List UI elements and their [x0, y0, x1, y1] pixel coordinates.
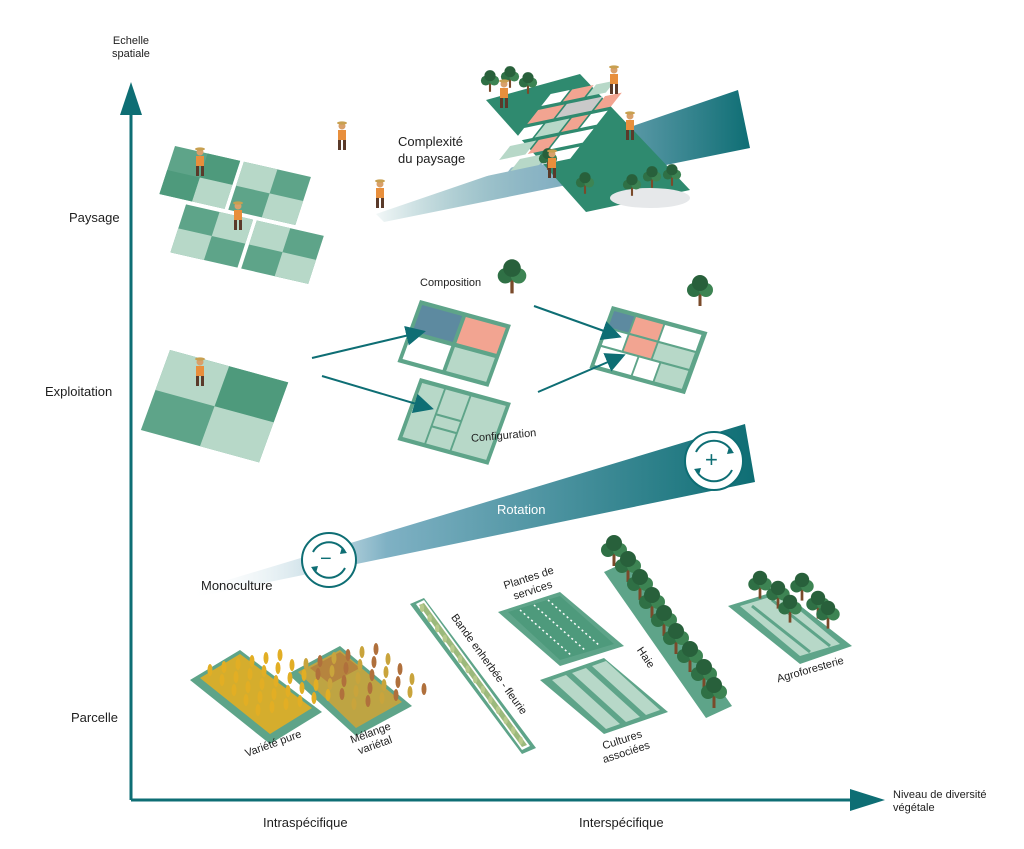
tree-icon [622, 174, 642, 196]
farm-combined [589, 306, 708, 395]
farm-single [140, 350, 289, 463]
x-axis [131, 789, 885, 811]
plus-cycle-icon [684, 431, 744, 491]
farm-composition [397, 300, 511, 387]
tree-icon [518, 72, 538, 94]
tree-icon [575, 172, 595, 194]
tree-icon [663, 623, 689, 654]
tree-icon [480, 70, 500, 92]
tree-icon [778, 594, 802, 623]
tree-icon [748, 570, 772, 599]
x-group-intraspecific: Intraspécifique [263, 815, 348, 830]
farmers-layer [195, 65, 635, 386]
arrow-to-composition [311, 325, 426, 359]
farmer-icon [195, 357, 205, 386]
simple-landscape-fields [159, 146, 324, 284]
arrow-configuration-to-combined [537, 353, 626, 393]
arrow-to-configuration [321, 375, 434, 414]
monoculture-label: Monoculture [201, 578, 273, 593]
tree-icon [601, 535, 627, 566]
x-axis-arrow-icon [850, 789, 885, 811]
tree-icon [816, 600, 840, 629]
tree-icon [500, 66, 520, 88]
farmer-icon [625, 111, 635, 140]
intercropping-plot [540, 658, 668, 734]
tree-icon [662, 164, 682, 186]
minus-symbol: − [320, 548, 332, 570]
composition-label: Composition [420, 277, 482, 289]
minus-cycle-icon [301, 532, 357, 588]
plus-symbol: + [705, 447, 718, 472]
farmer-icon [375, 179, 385, 208]
tree-icon [627, 569, 653, 600]
farmer-icon [547, 149, 557, 178]
tree-icon [790, 572, 814, 601]
complex-landscape-mosaic [486, 74, 690, 212]
farmer-icon [233, 201, 243, 230]
y-level-parcelle: Parcelle [71, 710, 118, 725]
flower-strip-icons [419, 604, 523, 745]
landscape-complexity-label: Complexité du paysage [398, 134, 466, 166]
x-axis-title: Niveau de diversité végétale [893, 789, 987, 814]
farmer-icon [195, 147, 205, 176]
tree-icon [651, 605, 677, 636]
tree-icon [639, 587, 665, 618]
y-axis-title: Echelle spatiale [112, 35, 150, 60]
trees-layer [207, 66, 840, 745]
y-level-paysage: Paysage [69, 210, 120, 225]
farm-configuration [397, 378, 511, 465]
y-level-exploitation: Exploitation [45, 384, 113, 399]
y-axis-arrow-icon [120, 82, 142, 115]
tree-icon [642, 166, 662, 188]
tree-icon [701, 677, 727, 708]
farmer-icon [499, 79, 509, 108]
y-axis [120, 82, 142, 800]
service-plants-plot [498, 592, 624, 666]
x-group-interspecific: Interspécifique [579, 815, 664, 830]
farmer-icon [609, 65, 619, 94]
crop-icons [207, 643, 427, 716]
arrow-composition-to-combined [533, 305, 622, 341]
tree-icon [687, 275, 713, 306]
pure-variety-plot [190, 650, 322, 744]
farmer-icon [337, 121, 347, 150]
tree-icon [497, 259, 527, 294]
rotation-label: Rotation [497, 502, 546, 517]
tree-icon [677, 641, 703, 672]
